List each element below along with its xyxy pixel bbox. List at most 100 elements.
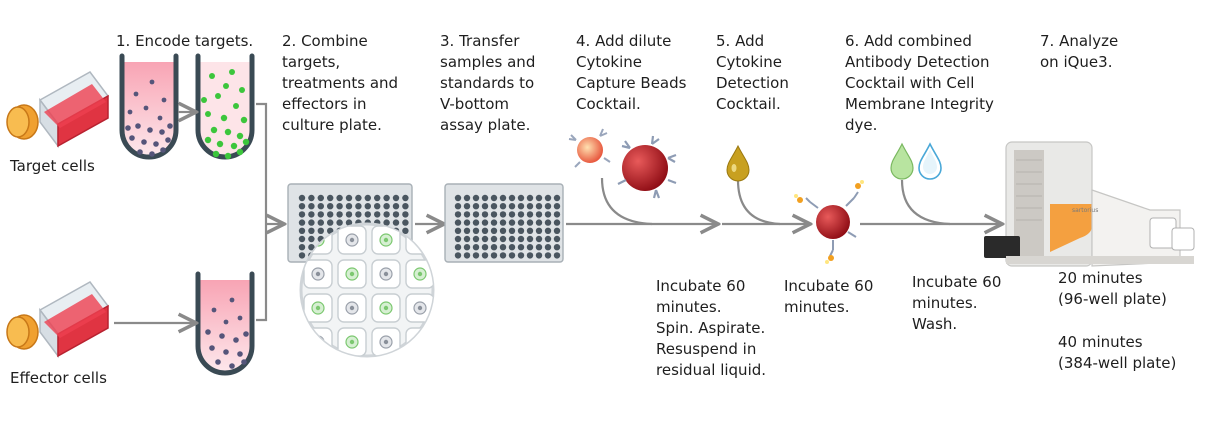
plate-well xyxy=(327,219,334,226)
plate-well xyxy=(508,219,516,226)
plate-well xyxy=(544,244,552,251)
plate-well xyxy=(383,203,390,210)
plate-well xyxy=(544,235,552,243)
plate-well xyxy=(508,203,516,210)
plate-well xyxy=(402,227,409,234)
plate-well xyxy=(517,227,525,234)
cell-nucleus xyxy=(383,305,389,311)
target-flask-icon xyxy=(6,71,110,149)
plate-well xyxy=(298,194,306,202)
plate-well xyxy=(454,219,462,226)
plate-well xyxy=(308,203,315,210)
tube-effector xyxy=(195,271,255,376)
plate-well xyxy=(517,244,525,251)
plate-well xyxy=(490,203,498,210)
plate-well xyxy=(544,203,552,210)
plate-well xyxy=(402,219,409,226)
magnifier-lens xyxy=(299,222,435,358)
plate-well xyxy=(526,252,534,259)
plate-well xyxy=(508,211,516,218)
plate-well xyxy=(454,252,462,259)
plate-well xyxy=(499,219,507,226)
incubation-step6: Incubate 60 minutes. Wash. xyxy=(912,273,1002,333)
plate-well xyxy=(298,211,306,218)
plate-well xyxy=(526,211,534,218)
plate-well xyxy=(308,219,315,226)
plate-well xyxy=(508,244,516,251)
plate-well xyxy=(544,252,552,259)
plate-well xyxy=(345,211,353,218)
plate-well xyxy=(472,235,480,243)
plate-well xyxy=(535,252,543,259)
cell-nucleus xyxy=(417,237,423,243)
plate-well xyxy=(553,252,561,259)
plate-well xyxy=(355,211,362,218)
membrane-dye-drop-icon xyxy=(918,142,942,180)
plate-well xyxy=(392,219,400,226)
plate-well xyxy=(517,235,525,243)
cell-nucleus xyxy=(383,271,389,277)
plate-well xyxy=(472,194,480,202)
plate-well xyxy=(499,252,507,259)
plate-well xyxy=(383,219,390,226)
plate-well xyxy=(308,194,315,202)
incubation-step4: Incubate 60 minutes. Spin. Aspirate. Res… xyxy=(656,277,767,379)
plate-well xyxy=(364,194,371,202)
plate-well xyxy=(490,219,498,226)
plate-well xyxy=(535,194,543,202)
plate-well xyxy=(298,235,306,243)
plate-well xyxy=(535,211,543,218)
drop5-feed-curve xyxy=(736,179,781,226)
plate-well xyxy=(490,194,498,202)
plate-well xyxy=(472,227,480,234)
plate-well xyxy=(454,227,462,234)
antibody-drop-icon xyxy=(890,142,914,180)
plate-well xyxy=(383,211,390,218)
plate-well xyxy=(517,194,525,202)
flow-arrows xyxy=(114,104,1000,323)
plate-well xyxy=(481,252,489,259)
plate-well xyxy=(454,235,462,243)
plate-well xyxy=(553,235,561,243)
plate-well xyxy=(499,211,507,218)
plate-well xyxy=(481,235,489,243)
cell-nucleus xyxy=(417,339,423,345)
plate-well xyxy=(508,227,516,234)
plate-well xyxy=(508,235,516,243)
cell-nucleus xyxy=(417,305,423,311)
target-cell xyxy=(413,335,427,349)
plate-well xyxy=(374,194,381,202)
plate-well xyxy=(481,219,489,226)
cell-nucleus xyxy=(349,237,355,243)
plate-well xyxy=(526,203,534,210)
plate-well xyxy=(472,219,480,226)
effector-cells-label: Effector cells xyxy=(10,369,107,387)
plate-well xyxy=(336,203,343,210)
plate-well xyxy=(392,211,400,218)
plate-well xyxy=(553,219,561,226)
plate-well xyxy=(553,203,561,210)
plate-well xyxy=(535,235,543,243)
cell-nucleus xyxy=(315,305,321,311)
plate-well xyxy=(499,194,507,202)
plate-well xyxy=(526,244,534,251)
plate-well xyxy=(345,194,353,202)
lens-well xyxy=(405,327,433,356)
plate-well xyxy=(463,252,471,259)
effector-flask-icon xyxy=(6,281,110,359)
plate-well xyxy=(336,194,343,202)
step-3-label: 3. Transfer samples and standards to V-b… xyxy=(440,32,536,134)
plate-well xyxy=(481,211,489,218)
plate-well xyxy=(553,244,561,251)
incubation-step5: Incubate 60 minutes. xyxy=(784,277,874,316)
plate-well xyxy=(336,211,343,218)
plate-well xyxy=(526,219,534,226)
plate-well xyxy=(327,227,334,234)
plate-well xyxy=(317,227,324,234)
plate-well xyxy=(481,203,489,210)
plate-well xyxy=(402,194,409,202)
plate-well xyxy=(472,203,480,210)
plate-well xyxy=(553,211,561,218)
cell-nucleus xyxy=(315,271,321,277)
plate-well xyxy=(526,227,534,234)
